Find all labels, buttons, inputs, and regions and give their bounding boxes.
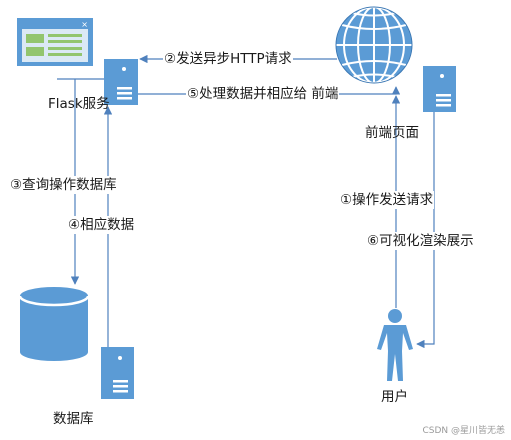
svg-text:×: × [81,20,88,29]
node-label-frontend: 前端页面 [365,125,419,141]
node-label-user: 用户 [381,389,408,405]
edge-label-async-request: ②发送异步HTTP请求 [163,50,293,68]
edge-line-render-display [416,112,435,349]
node-label-database: 数据库 [53,411,94,427]
database-cylinder-icon [18,287,90,361]
edge-label-response-data: ④相应数据 [67,216,136,234]
flask-server-icon [104,59,138,105]
globe-icon [335,6,413,84]
database-server-icon [101,347,134,399]
edge-label-user-request: ①操作发送请求 [339,191,435,209]
browser-window-icon: × [17,18,93,66]
frontend-server-icon [423,66,456,112]
edge-label-query-database: ③查询操作数据库 [9,176,118,194]
user-person-icon [377,309,413,381]
edge-label-response-to-frontend: ⑤处理数据并相应给 前端 [186,85,340,103]
node-label-flask: Flask服务 [48,96,110,112]
watermark-text: CSDN @星川皆无恙 [422,426,505,436]
edge-label-render-display: ⑥可视化渲染展示 [366,232,475,250]
